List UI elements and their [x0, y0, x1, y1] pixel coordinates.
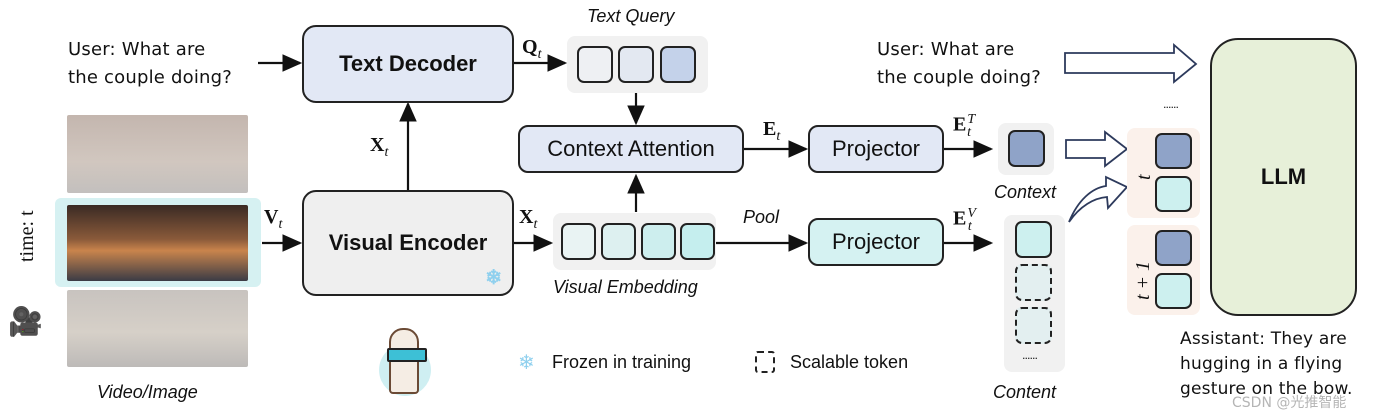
snowflake-icon: ❄ [518, 350, 535, 374]
query-token [618, 46, 654, 83]
e-symbol: E [953, 207, 967, 230]
user-query-line: the couple doing? [68, 67, 233, 88]
e-superscript: T [967, 112, 976, 127]
video-frame-next [67, 290, 248, 367]
q-subscript: t [537, 47, 542, 62]
v-subscript: t [278, 217, 283, 232]
user-query-right: User: What are the couple doing? [877, 36, 1041, 92]
e-t-T-label: ETt [953, 112, 975, 141]
pool-label: Pool [743, 207, 780, 227]
text-query-panel [567, 36, 708, 93]
assistant-line: gesture on the bow. [1180, 379, 1353, 399]
visual-encoder-box: Visual Encoder ❄ [302, 190, 514, 296]
visual-token [561, 223, 596, 260]
llama-glasses [387, 348, 427, 362]
user-query-line: User: What are [877, 39, 1015, 60]
visual-encoder-label: Visual Encoder [328, 230, 488, 255]
video-frame-current [67, 205, 248, 281]
content-token [1155, 176, 1192, 212]
hollow-arrow-context-to-llm [1065, 130, 1129, 168]
watermark: CSDN @光推智能 [1232, 395, 1347, 411]
context-attention-label: Context Attention [547, 136, 715, 161]
legend-frozen: Frozen in training [552, 352, 692, 372]
context-token [1155, 133, 1192, 169]
llm-label: LLM [1260, 164, 1307, 189]
assistant-line: hugging in a flying [1180, 354, 1343, 374]
content-token [1015, 221, 1052, 258]
t-plus-1-label: t + 1 [1132, 260, 1154, 300]
curved-arrow-content-to-llm [1068, 175, 1129, 223]
user-query-left: User: What are the couple doing? [68, 36, 232, 92]
text-decoder-label: Text Decoder [339, 51, 477, 76]
e-t-label: Et [763, 118, 780, 145]
visual-token [680, 223, 715, 260]
text-query-label: Text Query [587, 6, 675, 26]
e-subscript: t [967, 124, 972, 140]
scalable-token [1015, 307, 1052, 344]
visual-embedding-label: Visual Embedding [553, 277, 698, 297]
user-query-line: the couple doing? [877, 67, 1042, 88]
v-t-label: Vt [264, 206, 282, 233]
query-token [660, 46, 696, 83]
context-token [1155, 230, 1192, 266]
video-image-label: Video/Image [97, 382, 198, 402]
e-symbol: E [763, 118, 777, 140]
q-symbol: Q [522, 36, 538, 58]
projector-bottom-box: Projector [808, 218, 944, 266]
context-label: Context [994, 182, 1057, 202]
assistant-line: Assistant: They are [1180, 329, 1347, 349]
scalable-token [1015, 264, 1052, 301]
context-attention-box: Context Attention [518, 125, 744, 173]
visual-embedding-panel [553, 213, 716, 270]
visual-token [641, 223, 676, 260]
visual-token [601, 223, 636, 260]
text-decoder-box: Text Decoder [302, 25, 514, 103]
content-token [1155, 273, 1192, 309]
legend-scalable: Scalable token [790, 352, 909, 372]
x-t-right-label: Xt [519, 206, 537, 233]
llm-box: LLM [1210, 38, 1357, 316]
dashed-square-icon [755, 351, 775, 373]
e-subscript: t [967, 218, 972, 234]
e-subscript: t [776, 129, 781, 144]
e-t-V-label: EVt [953, 206, 976, 235]
query-token [577, 46, 613, 83]
v-symbol: V [264, 206, 279, 228]
content-label: Content [993, 382, 1057, 402]
context-panel [998, 123, 1054, 175]
x-t-up-label: Xt [370, 134, 388, 161]
sequence-dots: ...... [1163, 98, 1179, 111]
content-panel: ...... [1004, 215, 1065, 372]
e-symbol: E [953, 113, 967, 136]
e-superscript: V [967, 206, 976, 221]
video-frame-prev [67, 115, 248, 193]
x-subscript: t [384, 145, 389, 160]
projector-label: Projector [831, 136, 921, 161]
llama-logo-icon [375, 322, 435, 396]
x-symbol: X [370, 134, 385, 156]
timestep-t-group: t [1127, 128, 1200, 218]
projector-top-box: Projector [808, 125, 944, 173]
assistant-response: Assistant: They are hugging in a flying … [1180, 327, 1353, 402]
projector-label: Projector [831, 229, 921, 254]
hollow-arrow-query-to-llm [1064, 43, 1198, 84]
x-symbol: X [519, 206, 534, 228]
time-label: time: t [16, 210, 38, 262]
content-dots: ...... [1022, 349, 1038, 362]
user-query-line: User: What are [68, 39, 206, 60]
snowflake-icon: ❄ [485, 267, 502, 289]
x-subscript: t [533, 217, 538, 232]
q-t-label: Qt [522, 36, 541, 63]
t-label: t [1133, 174, 1155, 180]
context-token [1008, 130, 1045, 167]
timestep-t1-group: t + 1 [1127, 225, 1200, 315]
camera-icon: 🎥 [8, 305, 43, 338]
